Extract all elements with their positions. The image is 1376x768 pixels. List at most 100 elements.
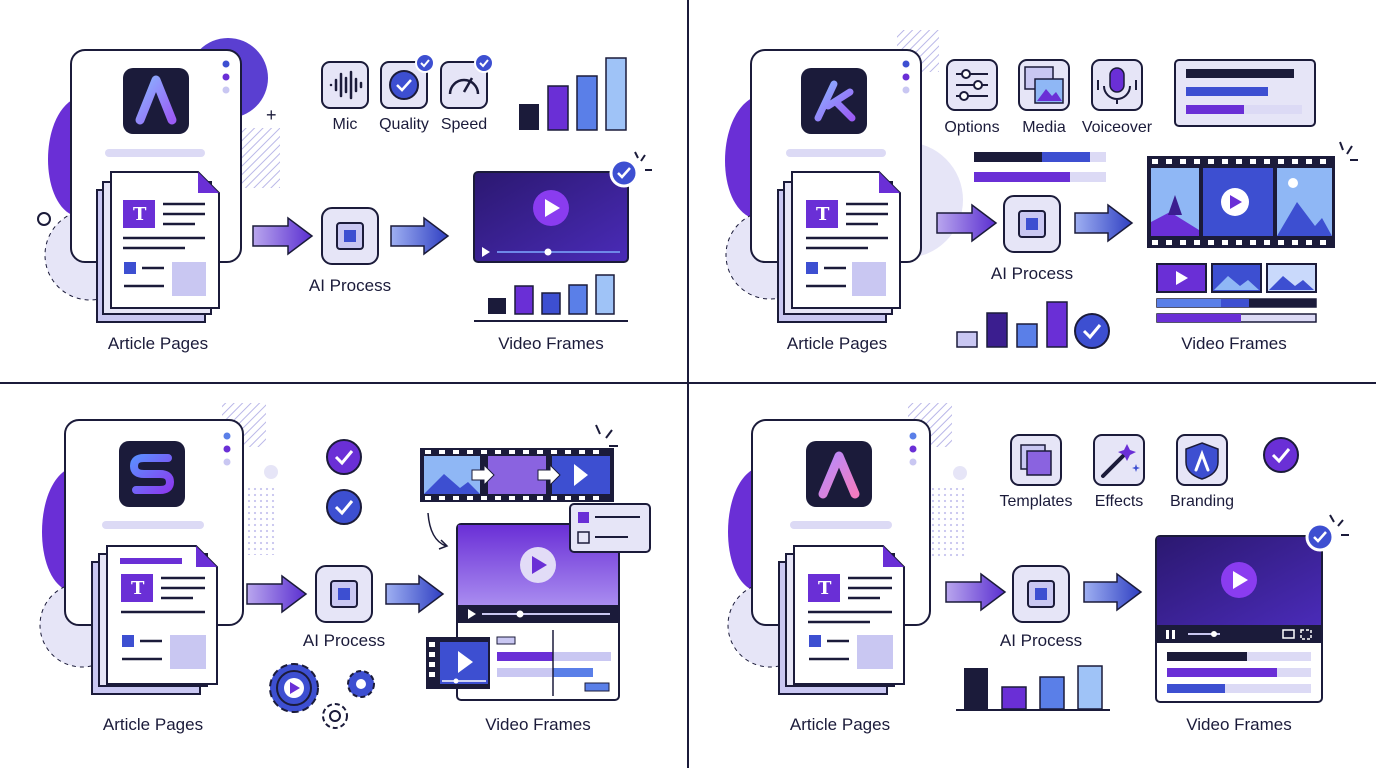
setting-bar-rest bbox=[1244, 105, 1302, 114]
mountain-glyph bbox=[1269, 276, 1314, 290]
play-small-icon bbox=[468, 609, 476, 619]
spark-lines bbox=[634, 151, 652, 171]
app-card-dot bbox=[222, 60, 230, 68]
wand-stick bbox=[1101, 450, 1129, 478]
deco-bar bbox=[541, 292, 561, 315]
video-thumb[interactable] bbox=[1156, 263, 1207, 293]
checklist-box bbox=[577, 531, 590, 544]
option-label: Media bbox=[1022, 119, 1066, 136]
progress-knob bbox=[453, 678, 459, 684]
app-card-bar bbox=[786, 149, 886, 157]
doc-title-block bbox=[806, 200, 838, 228]
option-label: Quality bbox=[379, 116, 429, 133]
badge-seal bbox=[389, 70, 419, 100]
progress-knob[interactable] bbox=[544, 248, 552, 256]
decor-hatch bbox=[240, 128, 280, 188]
doc-checkbox bbox=[122, 635, 134, 647]
arrow-head bbox=[438, 539, 449, 550]
setting-bar bbox=[1186, 69, 1294, 78]
arrow-right-icon bbox=[537, 463, 561, 487]
chip-die bbox=[1035, 588, 1047, 600]
chip-die bbox=[338, 588, 350, 600]
doc-checkbox bbox=[124, 262, 136, 274]
app-card-dot bbox=[222, 73, 230, 81]
t-text-glyph: T bbox=[816, 204, 830, 225]
a-logo-mark bbox=[135, 75, 177, 125]
progress-fill bbox=[974, 172, 1070, 182]
k-logo-mark bbox=[814, 80, 856, 122]
mountain-glyph bbox=[424, 474, 480, 494]
doc-title-block bbox=[808, 574, 840, 602]
app-card-dot bbox=[909, 432, 917, 440]
deco-bar bbox=[1046, 301, 1068, 348]
pause-icon[interactable] bbox=[1166, 630, 1169, 639]
progress-fill bbox=[974, 152, 1042, 162]
doc-checkbox bbox=[806, 262, 818, 274]
doc-fold bbox=[198, 172, 219, 193]
sparkle-glyph bbox=[1118, 444, 1136, 461]
doc-fold bbox=[879, 172, 900, 193]
check-badge-icon bbox=[326, 439, 362, 475]
setting-bar bbox=[1186, 105, 1244, 114]
doc-title-block bbox=[123, 200, 155, 228]
timeline-block bbox=[584, 682, 610, 692]
deco-bar bbox=[488, 298, 506, 314]
source-label: Article Pages bbox=[108, 334, 208, 353]
check-mark bbox=[334, 500, 354, 516]
timeline-block bbox=[553, 668, 593, 677]
check-mark bbox=[1082, 324, 1102, 340]
gauge-needle bbox=[462, 77, 474, 93]
check-mark bbox=[1271, 448, 1291, 464]
check-badge-icon bbox=[1263, 437, 1299, 473]
app-card-dot bbox=[909, 445, 917, 453]
decor-blob bbox=[725, 98, 752, 218]
check-mark bbox=[396, 79, 412, 92]
gauge-arc bbox=[448, 78, 480, 95]
shield-glyph bbox=[1185, 442, 1219, 480]
app-card-dot bbox=[902, 73, 910, 81]
doc-checkbox bbox=[809, 635, 821, 647]
timeline-fill bbox=[1157, 299, 1221, 307]
t-text-glyph: T bbox=[818, 578, 832, 599]
progress-knob[interactable] bbox=[1211, 631, 1217, 637]
play-triangle bbox=[574, 464, 588, 486]
doc-image-block bbox=[172, 262, 206, 296]
setting-bar bbox=[1167, 652, 1247, 661]
mic-stand bbox=[1103, 85, 1131, 104]
panel-bottom-right: T Article Pages AI Process Templates Eff… bbox=[727, 403, 1349, 734]
panel-bottom-left: T Article Pages AI Process bbox=[39, 403, 651, 734]
arrow-right-icon bbox=[1083, 572, 1143, 612]
doc-image-block bbox=[170, 635, 206, 669]
process-label: AI Process bbox=[309, 276, 391, 295]
progress-knob[interactable] bbox=[516, 610, 524, 618]
output-label: Video Frames bbox=[498, 334, 604, 353]
deco-bar bbox=[956, 331, 978, 348]
app-card-dot bbox=[909, 458, 917, 466]
fullscreen-icon[interactable] bbox=[1300, 629, 1312, 640]
play-triangle bbox=[290, 682, 300, 694]
sun-glyph bbox=[1288, 178, 1298, 188]
option-label: Voiceover bbox=[1082, 119, 1153, 136]
film-perforations bbox=[429, 642, 435, 677]
app-card-bar bbox=[102, 521, 204, 529]
timeline-block bbox=[496, 636, 516, 645]
doc-fold bbox=[196, 546, 217, 567]
mic-waves bbox=[1097, 80, 1137, 90]
deco-bar bbox=[595, 274, 615, 315]
spark-lines bbox=[1339, 141, 1358, 161]
app-card-dot bbox=[222, 86, 230, 94]
captions-icon[interactable] bbox=[1282, 629, 1295, 639]
template-layer bbox=[1026, 450, 1052, 476]
arrow-right-icon bbox=[945, 572, 1007, 612]
timeline-block bbox=[497, 668, 553, 677]
arrow-right-icon bbox=[252, 216, 314, 256]
option-label: Branding bbox=[1170, 493, 1234, 510]
speed-gauge-icon[interactable] bbox=[440, 61, 488, 109]
t-text-glyph: T bbox=[131, 578, 145, 599]
progress-fill bbox=[1042, 152, 1090, 162]
pause-icon-bar bbox=[1172, 630, 1175, 639]
play-triangle bbox=[458, 651, 473, 673]
play-triangle bbox=[532, 556, 547, 574]
setting-bar bbox=[1186, 87, 1268, 96]
check-mark bbox=[479, 59, 489, 68]
